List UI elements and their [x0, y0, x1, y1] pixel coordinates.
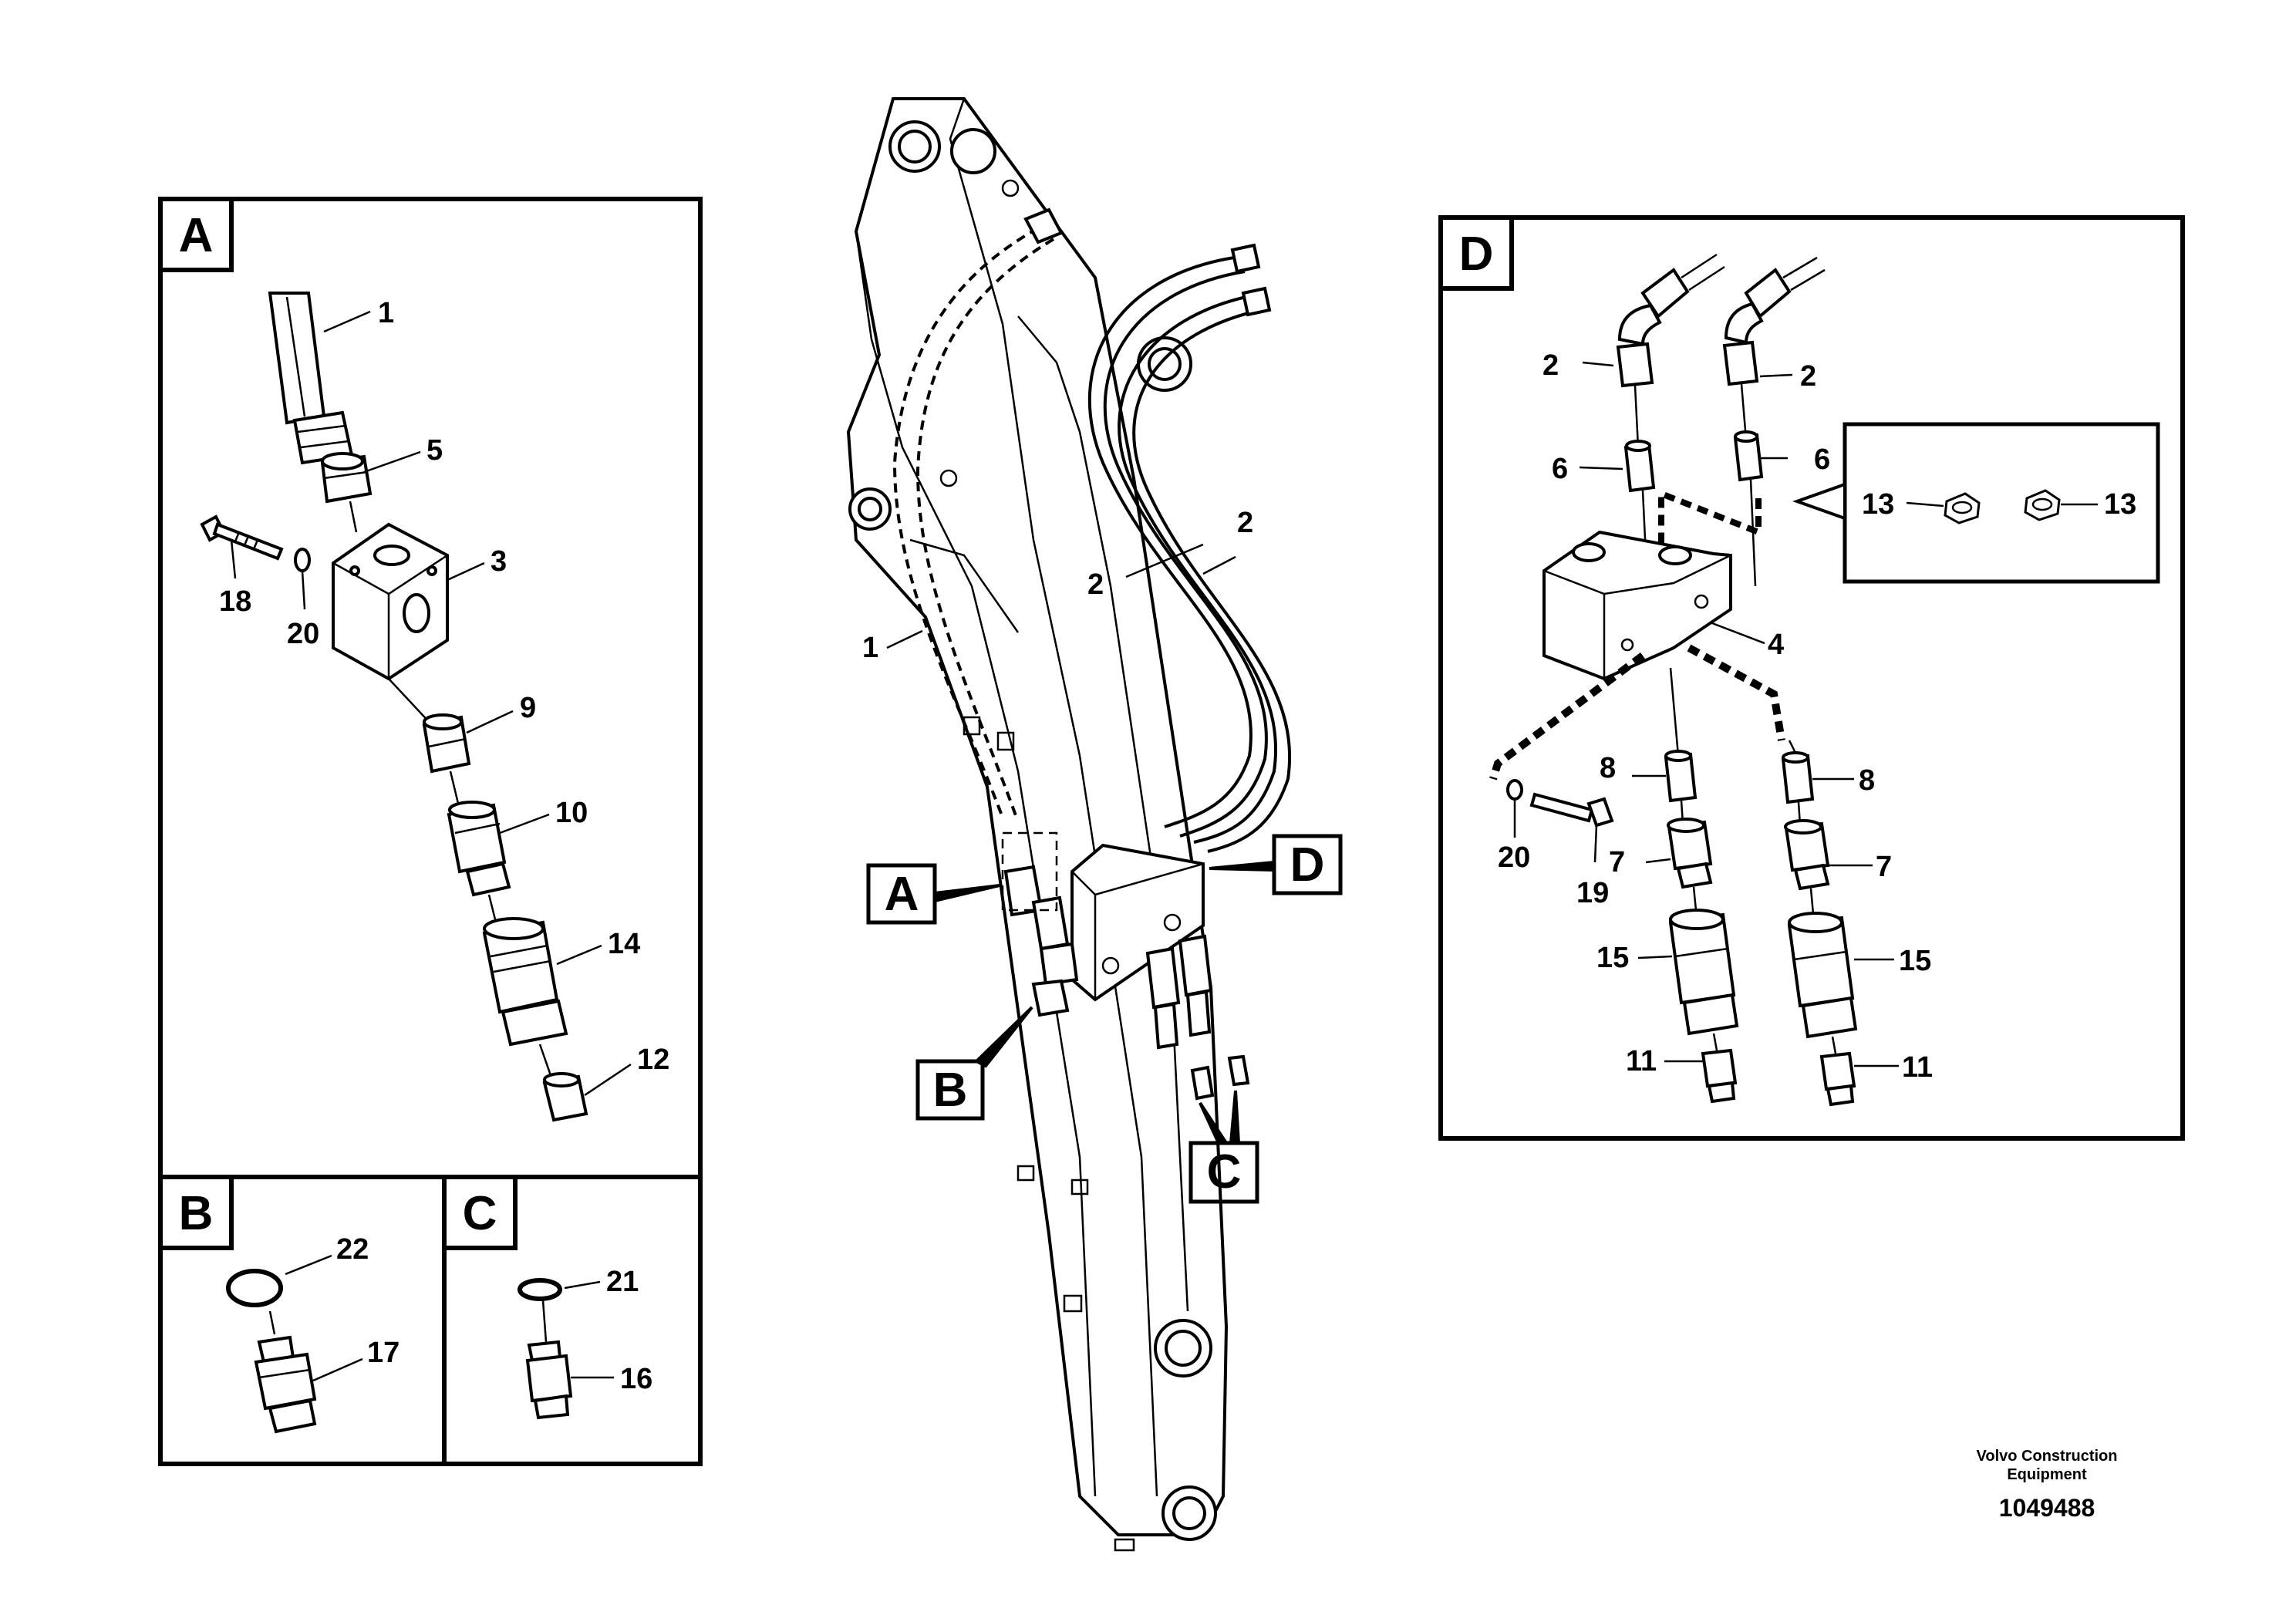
label-d-part-11-left: 11	[1626, 1045, 1657, 1077]
panel-c-letter-box	[442, 1175, 518, 1250]
coupling-part-14	[482, 917, 568, 1047]
panel-c: C 21 16	[442, 1175, 703, 1466]
washer-part-20	[294, 548, 311, 572]
panel-d: D	[1438, 215, 2185, 1141]
label-d-part-7-left: 7	[1609, 846, 1625, 878]
plug-left-part-11	[1701, 1048, 1738, 1104]
panel-c-letter: C	[463, 1187, 497, 1240]
fitting-left-part-6	[1623, 440, 1656, 493]
hose-part-1	[268, 292, 354, 465]
callout-d[interactable]: D	[1209, 834, 1343, 895]
label-d-part-6-right: 6	[1814, 443, 1830, 476]
panel-a-letter: A	[179, 209, 214, 262]
hoses-2-main	[1087, 243, 1291, 853]
main-label-part-2-upper: 2	[1237, 507, 1253, 539]
label-part-9: 9	[520, 692, 536, 724]
panel-a-frame	[158, 197, 703, 1179]
label-part-21: 21	[606, 1266, 639, 1298]
coupling-right-part-15	[1787, 912, 1858, 1039]
callout-b-letter: B	[933, 1064, 968, 1117]
label-d-part-19: 19	[1576, 877, 1609, 909]
panel-b-letter-box	[158, 1175, 234, 1250]
label-d-part-6-left: 6	[1552, 453, 1568, 485]
plug-part-12	[542, 1072, 588, 1122]
company-name-line2: Equipment	[2007, 1466, 2087, 1483]
panel-b: B 22 17	[158, 1175, 447, 1466]
valve-block-main	[1001, 831, 1250, 1101]
label-d-part-15-right: 15	[1899, 945, 1931, 977]
fitting-left-part-7	[1667, 818, 1713, 889]
block-part-3	[332, 522, 449, 681]
footer: Volvo Construction Equipment 1049488	[1977, 1448, 2118, 1522]
adapter-part-16	[525, 1340, 573, 1420]
label-part-10: 10	[555, 797, 588, 829]
block-part-4	[1489, 530, 1785, 781]
label-d-part-13-left: 13	[1862, 488, 1894, 521]
label-d-part-2-right: 2	[1800, 360, 1816, 393]
panel-a-letter-box	[158, 197, 234, 272]
label-part-14: 14	[608, 928, 640, 960]
o-ring-part-21	[518, 1278, 562, 1301]
panel-c-frame	[442, 1175, 703, 1466]
callout-a[interactable]: A	[866, 863, 1000, 925]
washer-part-20-d	[1506, 779, 1523, 801]
label-part-12: 12	[637, 1044, 669, 1076]
adapter-part-17	[254, 1335, 317, 1434]
hose-1-main	[892, 207, 1064, 818]
callout-c[interactable]: C	[1188, 1090, 1259, 1204]
fitting-part-9	[422, 713, 471, 774]
hose-left-part-2	[1616, 253, 1725, 388]
callout-a-letter: A	[885, 868, 919, 921]
plug-right-part-11	[1819, 1051, 1856, 1107]
fitting-part-10	[447, 801, 511, 897]
fitting-right-part-6	[1733, 430, 1764, 482]
panel-d-letter-box	[1438, 215, 1514, 291]
label-d-part-11-right: 11	[1902, 1051, 1933, 1084]
label-part-5: 5	[426, 434, 443, 467]
main-label-part-2-lower: 2	[1087, 568, 1104, 601]
label-d-part-4: 4	[1768, 629, 1784, 661]
bolt-part-19	[1529, 792, 1614, 828]
label-d-part-15-left: 15	[1596, 942, 1629, 974]
label-d-part-2-left: 2	[1542, 349, 1559, 382]
fitting-left-part-8	[1664, 750, 1698, 803]
panel-d-letter: D	[1459, 228, 1494, 281]
label-d-part-7-right: 7	[1876, 851, 1892, 883]
main-label-part-1: 1	[862, 632, 878, 664]
label-d-part-8-left: 8	[1600, 752, 1616, 784]
coupling-left-part-15	[1668, 909, 1739, 1036]
inset-nuts-13	[1658, 422, 2160, 586]
label-d-part-20: 20	[1498, 841, 1530, 874]
bolt-part-18	[200, 514, 284, 561]
label-part-16: 16	[620, 1363, 652, 1395]
panel-a: A	[158, 197, 703, 1179]
hose-right-part-2	[1722, 256, 1826, 386]
callout-d-letter: D	[1290, 838, 1325, 892]
panel-d-frame	[1438, 215, 2185, 1141]
callout-b[interactable]: B	[915, 1006, 1033, 1121]
drawing-number: 1049488	[1999, 1494, 2095, 1522]
label-part-18: 18	[219, 585, 251, 618]
label-part-17: 17	[367, 1337, 400, 1369]
company-name-line1: Volvo Construction	[1977, 1448, 2118, 1465]
label-part-22: 22	[336, 1233, 369, 1266]
fitting-part-5	[320, 452, 373, 504]
label-part-3: 3	[491, 545, 507, 578]
o-ring-part-22	[226, 1269, 283, 1307]
fitting-right-part-7	[1784, 819, 1830, 891]
callout-c-letter: C	[1207, 1145, 1242, 1199]
label-d-part-13-right: 13	[2104, 488, 2136, 521]
panel-b-letter: B	[179, 1187, 214, 1240]
label-d-part-8-right: 8	[1859, 764, 1875, 797]
label-part-1: 1	[378, 297, 394, 329]
fitting-right-part-8	[1781, 751, 1815, 804]
label-part-20: 20	[287, 618, 319, 650]
